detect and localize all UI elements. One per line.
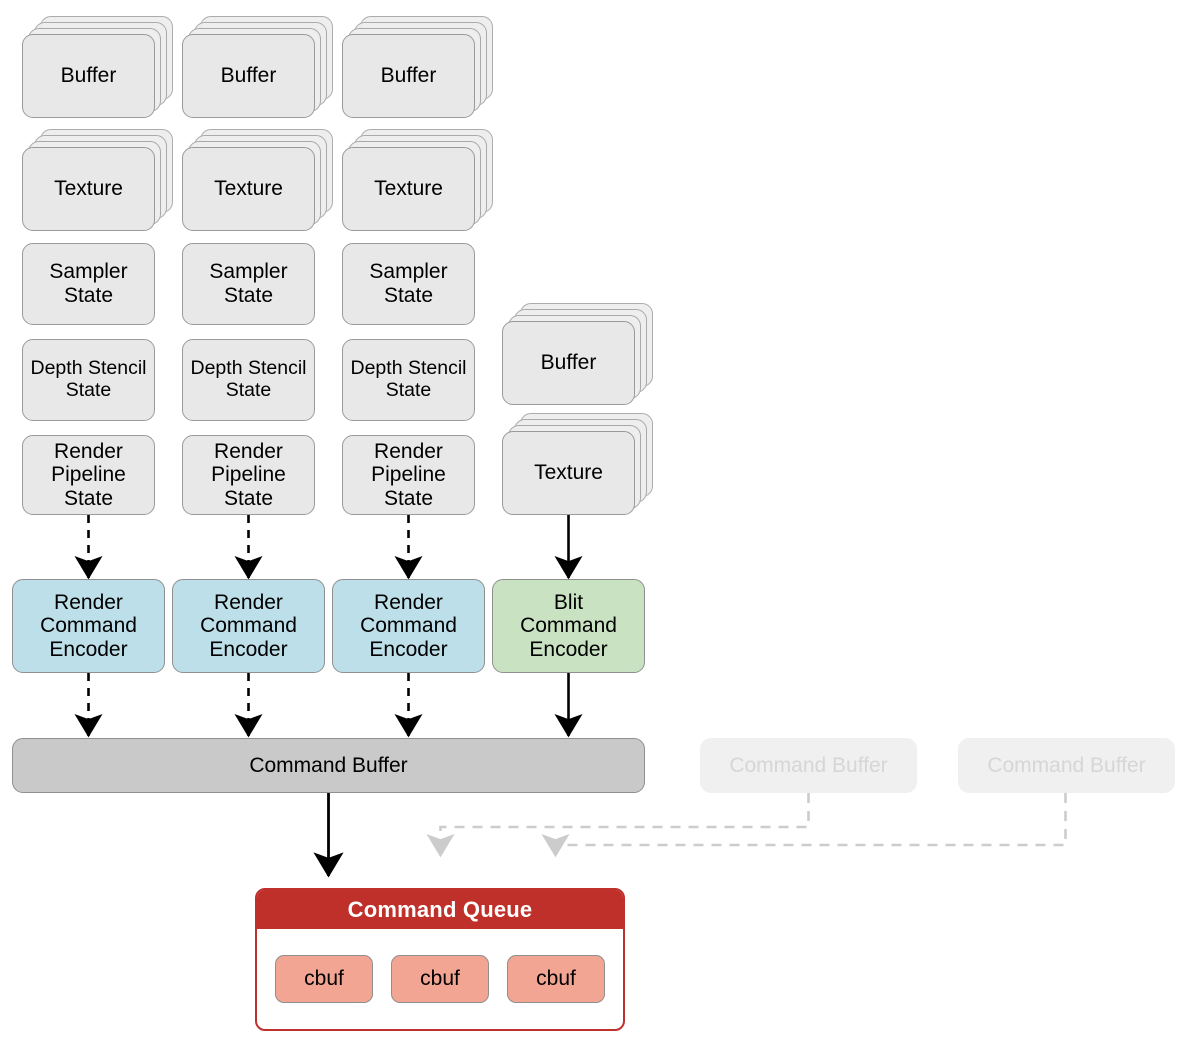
- resource-card-texture[interactable]: Texture: [22, 147, 155, 231]
- resource-card-render-pipeline-state[interactable]: Render Pipeline State: [342, 435, 475, 515]
- queue-item-cbuf[interactable]: cbuf: [391, 955, 489, 1003]
- render-command-encoder-1[interactable]: Render Command Encoder: [12, 579, 165, 673]
- resource-card-render-pipeline-state[interactable]: Render Pipeline State: [182, 435, 315, 515]
- resource-card-depth-stencil-state[interactable]: Depth Stencil State: [182, 339, 315, 421]
- queue-item-cbuf[interactable]: cbuf: [507, 955, 605, 1003]
- command-queue-items: cbuf cbuf cbuf: [257, 929, 623, 1029]
- resource-card-buffer[interactable]: Buffer: [502, 321, 635, 405]
- render-command-encoder-2[interactable]: Render Command Encoder: [172, 579, 325, 673]
- resource-stack-buffer-col3[interactable]: Buffer: [342, 16, 493, 118]
- resource-stack-buffer-col4[interactable]: Buffer: [502, 303, 653, 405]
- resource-stack-texture-col4[interactable]: Texture: [502, 413, 653, 515]
- render-command-encoder-3[interactable]: Render Command Encoder: [332, 579, 485, 673]
- command-buffer-ghost-1[interactable]: Command Buffer: [700, 738, 917, 793]
- resource-card-sampler-state[interactable]: Sampler State: [182, 243, 315, 325]
- command-buffer-active[interactable]: Command Buffer: [12, 738, 645, 793]
- resource-stack-buffer-col2[interactable]: Buffer: [182, 16, 333, 118]
- command-queue[interactable]: Command Queue cbuf cbuf cbuf: [255, 888, 625, 1031]
- queue-item-cbuf[interactable]: cbuf: [275, 955, 373, 1003]
- resource-stack-texture-col2[interactable]: Texture: [182, 129, 333, 231]
- resource-stack-texture-col3[interactable]: Texture: [342, 129, 493, 231]
- resource-card-sampler-state[interactable]: Sampler State: [342, 243, 475, 325]
- resource-card-buffer[interactable]: Buffer: [342, 34, 475, 118]
- resource-card-depth-stencil-state[interactable]: Depth Stencil State: [342, 339, 475, 421]
- command-queue-title: Command Queue: [257, 890, 623, 929]
- resource-card-texture[interactable]: Texture: [182, 147, 315, 231]
- resource-card-buffer[interactable]: Buffer: [22, 34, 155, 118]
- resource-card-texture[interactable]: Texture: [342, 147, 475, 231]
- resource-stack-texture-col1[interactable]: Texture: [22, 129, 173, 231]
- resource-card-texture[interactable]: Texture: [502, 431, 635, 515]
- blit-command-encoder[interactable]: Blit Command Encoder: [492, 579, 645, 673]
- link-ghost-buffer-1-to-queue: [426, 793, 810, 858]
- resource-stack-buffer-col1[interactable]: Buffer: [22, 16, 173, 118]
- resource-card-depth-stencil-state[interactable]: Depth Stencil State: [22, 339, 155, 421]
- command-buffer-ghost-2[interactable]: Command Buffer: [958, 738, 1175, 793]
- link-ghost-buffer-2-to-queue: [541, 793, 1067, 858]
- resource-card-buffer[interactable]: Buffer: [182, 34, 315, 118]
- resource-card-render-pipeline-state[interactable]: Render Pipeline State: [22, 435, 155, 515]
- resource-card-sampler-state[interactable]: Sampler State: [22, 243, 155, 325]
